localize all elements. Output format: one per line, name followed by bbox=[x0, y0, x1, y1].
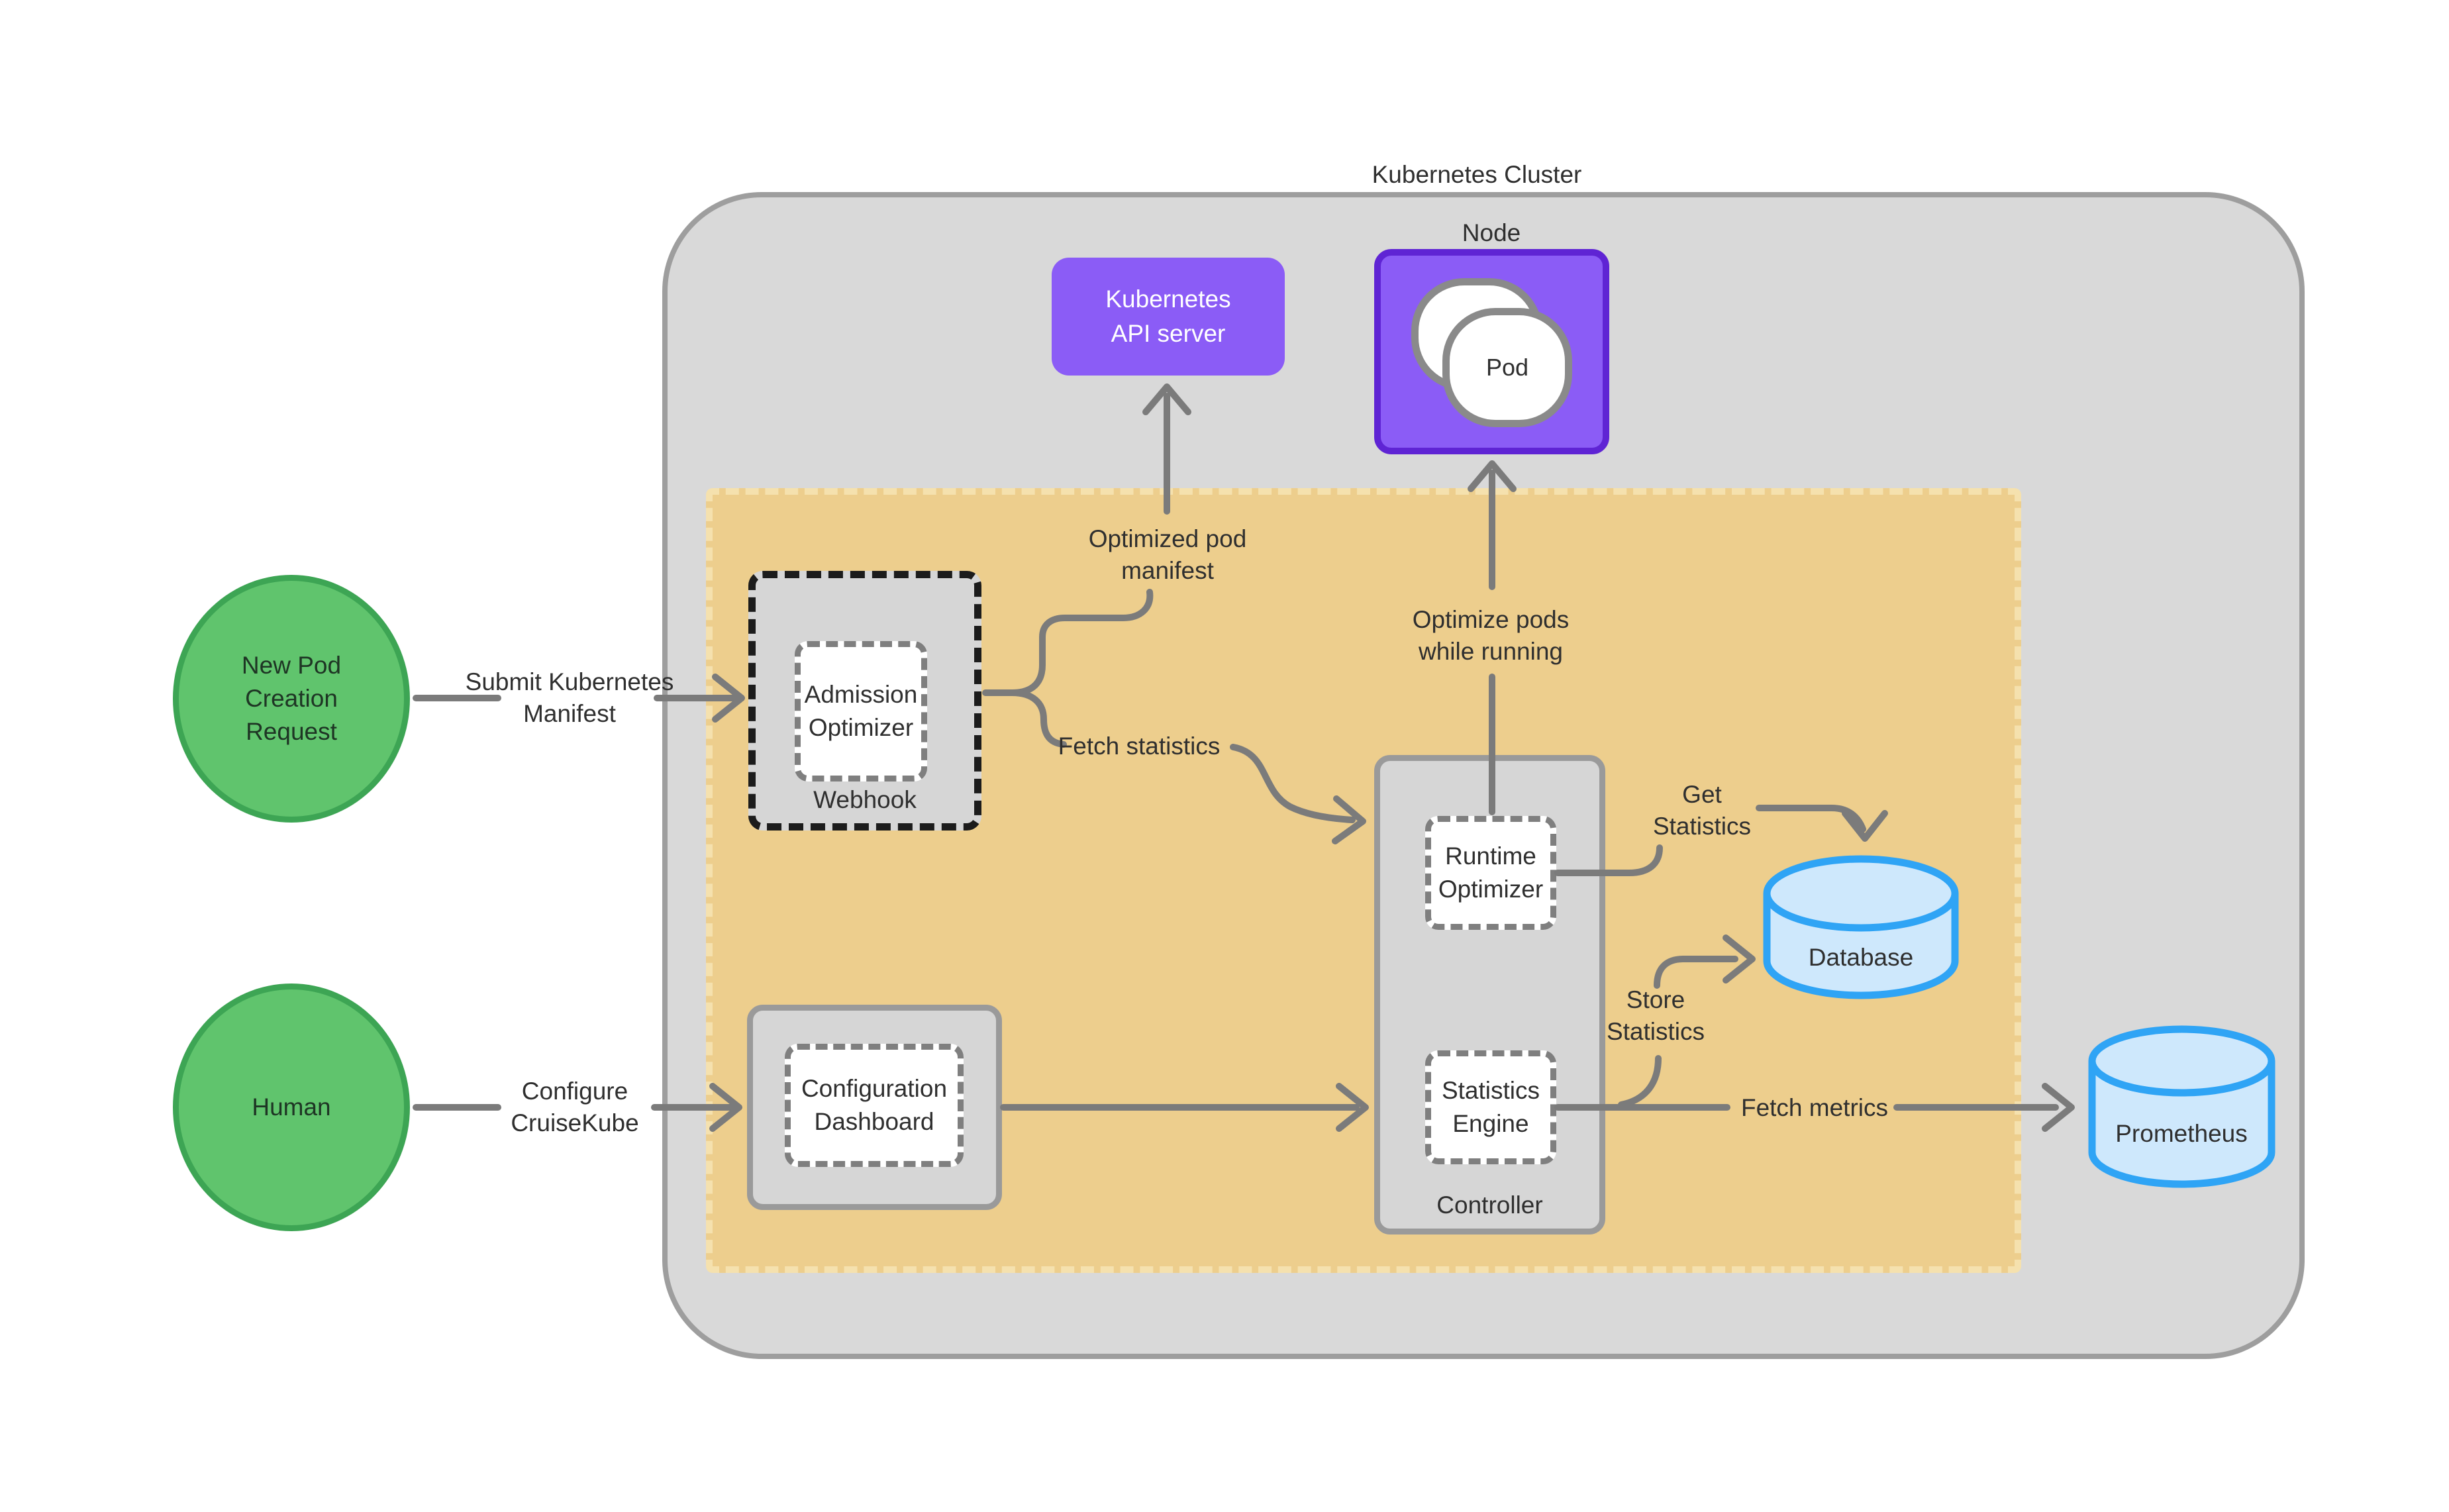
config-dashboard-inner-box: Configuration Dashboard bbox=[785, 1044, 964, 1167]
api-server-box: Kubernetes API server bbox=[1052, 258, 1285, 376]
edge-label-submit-manifest: Submit Kubernetes Manifest bbox=[465, 668, 674, 727]
prometheus-label: Prometheus bbox=[2115, 1120, 2248, 1147]
database-cylinder bbox=[1763, 855, 1959, 999]
human-actor: Human bbox=[173, 983, 410, 1231]
runtime-optimizer-box: Runtime Optimizer bbox=[1425, 816, 1556, 930]
webhook-label: Webhook bbox=[813, 786, 917, 813]
kubernetes-cluster-label: Kubernetes Cluster bbox=[1372, 161, 1582, 188]
edge-label-configure: Configure CruiseKube bbox=[511, 1078, 639, 1136]
edge-label-store-statistics: Store Statistics bbox=[1606, 986, 1705, 1045]
edge-label-fetch-statistics: Fetch statistics bbox=[1058, 732, 1221, 760]
pod-label: Pod bbox=[1485, 354, 1529, 381]
pod-front-shape: Pod bbox=[1442, 308, 1572, 427]
new-pod-request-actor: New Pod Creation Request bbox=[173, 575, 410, 823]
edge-label-fetch-metrics: Fetch metrics bbox=[1740, 1094, 1889, 1121]
prometheus-cylinder bbox=[2088, 1025, 2275, 1188]
statistics-engine-box: Statistics Engine bbox=[1425, 1050, 1556, 1164]
node-label: Node bbox=[1462, 219, 1521, 246]
edge-label-optimize-pods: Optimize pods while running bbox=[1412, 606, 1570, 665]
edge-label-optimized-manifest: Optimized pod manifest bbox=[1088, 525, 1247, 584]
controller-label: Controller bbox=[1436, 1191, 1543, 1219]
prometheus-cylinder-top bbox=[2088, 1025, 2275, 1097]
database-cylinder-top bbox=[1763, 855, 1959, 932]
edge-label-get-statistics: Get Statistics bbox=[1652, 781, 1752, 840]
admission-optimizer-box: Admission Optimizer bbox=[795, 641, 927, 781]
database-label: Database bbox=[1808, 944, 1914, 971]
